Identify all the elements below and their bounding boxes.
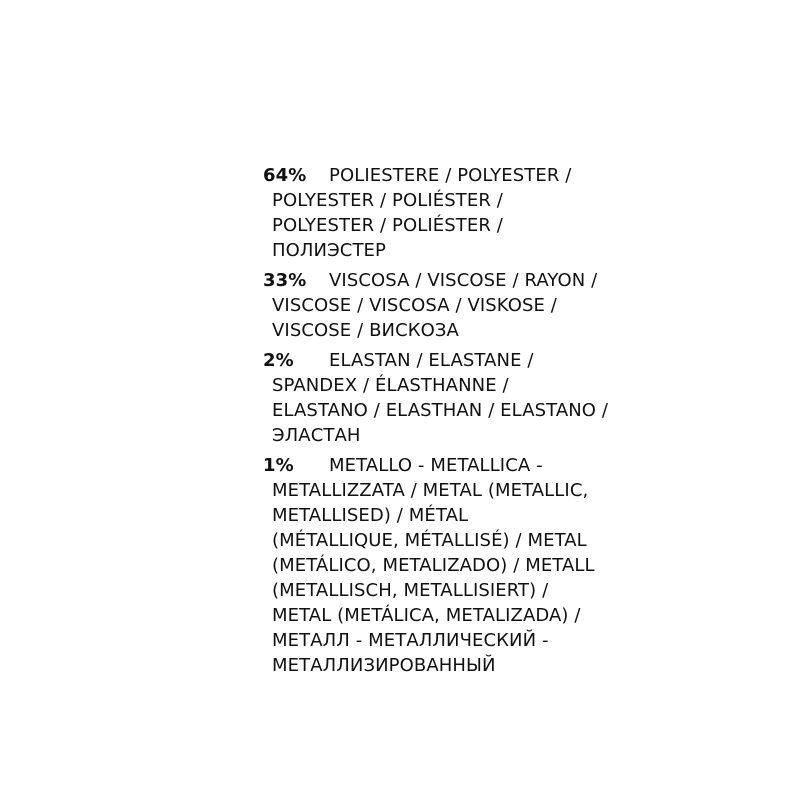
composition-line: VISCOSA / VISCOSE / RAYON / (329, 270, 598, 291)
composition-line: POLYESTER / POLIÉSTER / (272, 190, 503, 211)
composition-line: METALLISED) / MÉTAL (272, 505, 469, 526)
composition-percent: 2% (263, 350, 294, 371)
composition-line: (METALLISCH, METALLISIERT) / (272, 580, 549, 601)
composition-line: POLYESTER / POLIÉSTER / (272, 215, 503, 236)
composition-entry-metal: 1% METALLO - METALLICA - METALLIZZATA / … (263, 453, 683, 678)
composition-line: METAL (METÁLICA, METALIZADA) / (272, 605, 581, 626)
composition-line: МЕТАЛЛ - МЕТАЛЛИЧЕСКИЙ - (272, 630, 549, 651)
composition-entry-viscose: 33% VISCOSA / VISCOSE / RAYON / VISCOSE … (263, 268, 683, 343)
composition-line: (METÁLICO, METALIZADO) / METALL (272, 555, 595, 576)
composition-label: 64% POLIESTERE / POLYESTER / POLYESTER /… (263, 163, 683, 683)
composition-percent: 64% (263, 165, 307, 186)
composition-percent: 1% (263, 455, 294, 476)
composition-line: VISCOSE / ВИСКОЗА (272, 320, 459, 341)
composition-entry-polyester: 64% POLIESTERE / POLYESTER / POLYESTER /… (263, 163, 683, 263)
composition-line: POLIESTERE / POLYESTER / (329, 165, 572, 186)
composition-line: METALLIZZATA / METAL (METALLIC, (272, 480, 589, 501)
composition-line: МЕТАЛЛИЗИРОВАННЫЙ (272, 655, 496, 676)
composition-line: VISCOSE / VISCOSA / VISKOSE / (272, 295, 557, 316)
composition-line: SPANDEX / ÉLASTHANNE / (272, 375, 509, 396)
composition-entry-elastane: 2% ELASTAN / ELASTANE / SPANDEX / ÉLASTH… (263, 348, 683, 448)
composition-line: ELASTAN / ELASTANE / (329, 350, 534, 371)
composition-line: ПОЛИЭСТЕР (272, 240, 386, 261)
composition-line: METALLO - METALLICA - (329, 455, 543, 476)
composition-line: (MÉTALLIQUE, MÉTALLISÉ) / METAL (272, 530, 587, 551)
composition-line: ELASTANO / ELASTHAN / ELASTANO / (272, 400, 609, 421)
composition-line: ЭЛАСТАН (272, 425, 361, 446)
composition-percent: 33% (263, 270, 307, 291)
